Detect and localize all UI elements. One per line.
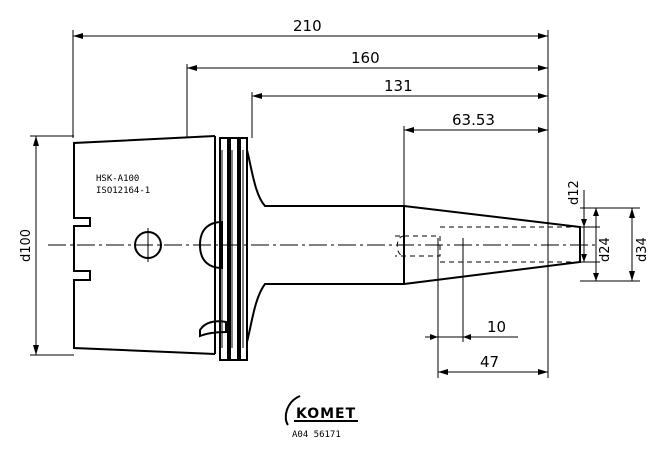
dimension-lines: [33, 33, 635, 375]
dim-210: 210: [293, 17, 322, 35]
part-label-line2: ISO12164-1: [96, 186, 150, 196]
dim-10: 10: [487, 318, 506, 336]
dim-d12: d12: [567, 180, 582, 205]
dim-160: 160: [351, 49, 380, 67]
logo-brand: KOMET: [296, 406, 356, 422]
part-label-line1: HSK-A100: [96, 174, 139, 184]
dim-d34: d34: [635, 237, 650, 262]
logo-code: A04 56171: [292, 430, 341, 440]
dim-d100: d100: [19, 229, 34, 262]
extension-lines: [30, 30, 640, 378]
dim-d24: d24: [598, 237, 613, 262]
komet-logo: KOMET A04 56171: [284, 395, 358, 440]
dim-63-53: 63.53: [452, 111, 495, 129]
dim-47: 47: [480, 353, 499, 371]
dim-131: 131: [384, 77, 413, 95]
